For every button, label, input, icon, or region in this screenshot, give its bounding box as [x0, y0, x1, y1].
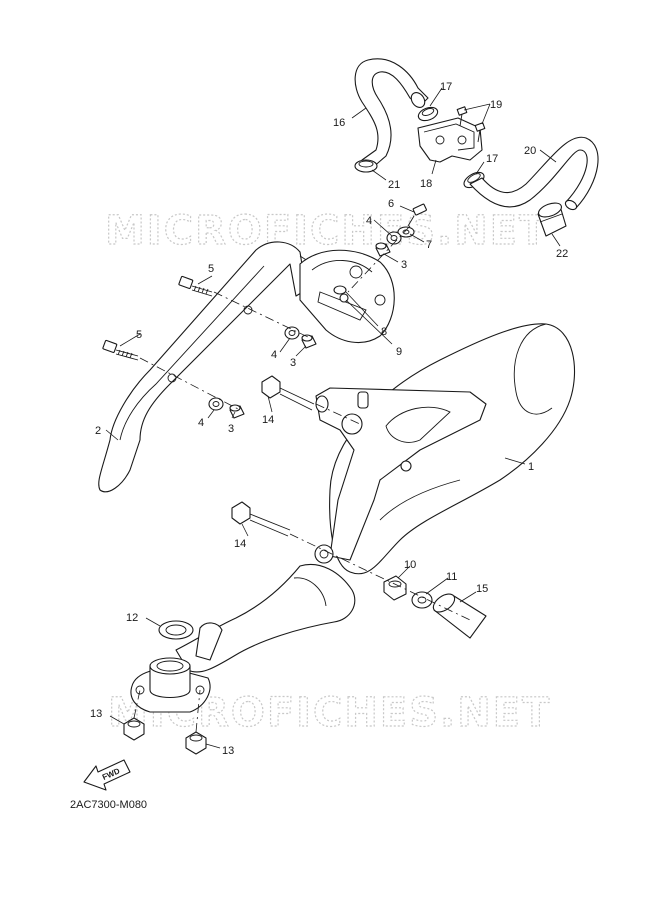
callout-20: 20	[524, 145, 536, 157]
part-5-bolt-lower[interactable]	[102, 339, 139, 361]
part-1-exhaust-pipe[interactable]	[175, 563, 356, 673]
callout-12: 12	[126, 612, 138, 624]
part-3-collar-upper[interactable]	[375, 242, 391, 257]
callout-4-lower: 4	[198, 417, 204, 429]
axis-shield	[347, 225, 411, 293]
part-3-collar-mid[interactable]	[301, 334, 317, 349]
fwd-arrow-icon: FWD	[83, 759, 131, 791]
part-2-muffler-guard[interactable]	[98, 241, 323, 493]
callout-13-right: 13	[222, 745, 234, 757]
watermark-top: MICROFICHES.NET	[105, 208, 548, 254]
part-21-clamp[interactable]	[354, 159, 378, 173]
callout-4-upper: 4	[366, 215, 372, 227]
callout-14-lower: 14	[234, 538, 246, 550]
part-1-muffler[interactable]	[329, 323, 576, 575]
callout-15: 15	[476, 583, 488, 595]
part-4-grommet-lower[interactable]	[208, 397, 224, 411]
callout-18: 18	[420, 178, 432, 190]
part-13-nut-left[interactable]	[123, 717, 145, 741]
callout-3-mid: 3	[290, 357, 296, 369]
callout-3-upper: 3	[401, 259, 407, 271]
part-3-collar-lower[interactable]	[229, 404, 245, 419]
diagram-code: 2AC7300-M080	[70, 799, 147, 811]
part-18-valve-body[interactable]	[417, 117, 483, 163]
leader-lines	[105, 87, 561, 749]
part-16-hose[interactable]	[354, 58, 429, 169]
callout-3-lower: 3	[228, 423, 234, 435]
part-14-bolt-lower[interactable]	[231, 501, 291, 537]
part-22-fitting[interactable]	[537, 200, 567, 237]
callout-6: 6	[388, 198, 394, 210]
part-5-bolt-upper[interactable]	[178, 275, 213, 297]
callouts: 1 2 3 3 3 4 4 4 5 5 6 7 8 9 10 11 12 13 …	[90, 81, 568, 757]
part-1-flange[interactable]	[130, 657, 211, 713]
part-12-gasket[interactable]	[158, 620, 194, 640]
callout-21: 21	[388, 179, 400, 191]
callout-7: 7	[426, 239, 432, 251]
callout-17-upper: 17	[440, 81, 452, 93]
callout-9: 9	[396, 346, 402, 358]
callout-14-upper: 14	[262, 414, 274, 426]
axis-14-lower	[289, 533, 471, 621]
callout-8: 8	[381, 326, 387, 338]
callout-22: 22	[556, 248, 568, 260]
callout-2: 2	[95, 425, 101, 437]
callout-5-lower: 5	[136, 329, 142, 341]
part-8-washer[interactable]	[333, 285, 347, 295]
part-15-cap[interactable]	[430, 590, 487, 639]
part-4-grommet-mid[interactable]	[284, 326, 300, 340]
callout-11: 11	[446, 571, 457, 583]
callout-13-left: 13	[90, 708, 102, 720]
callout-1: 1	[528, 461, 534, 473]
callout-10: 10	[404, 559, 416, 571]
part-10-collar[interactable]	[383, 575, 407, 601]
part-14-bolt-upper[interactable]	[261, 375, 315, 411]
part-11-washer[interactable]	[411, 591, 433, 609]
part-6-screw[interactable]	[407, 203, 427, 227]
part-17-clamp-upper[interactable]	[417, 105, 440, 123]
axis-14-upper	[315, 403, 361, 425]
callout-5-upper: 5	[208, 263, 214, 275]
axis-13-left	[133, 689, 141, 719]
axis-13-right	[195, 689, 201, 733]
part-1-bracket[interactable]	[314, 387, 487, 564]
part-20-hose[interactable]	[469, 136, 599, 211]
callout-4-mid: 4	[271, 349, 277, 361]
callout-17-lower: 17	[486, 153, 498, 165]
callout-16: 16	[333, 117, 345, 129]
callout-19: 19	[490, 99, 502, 111]
